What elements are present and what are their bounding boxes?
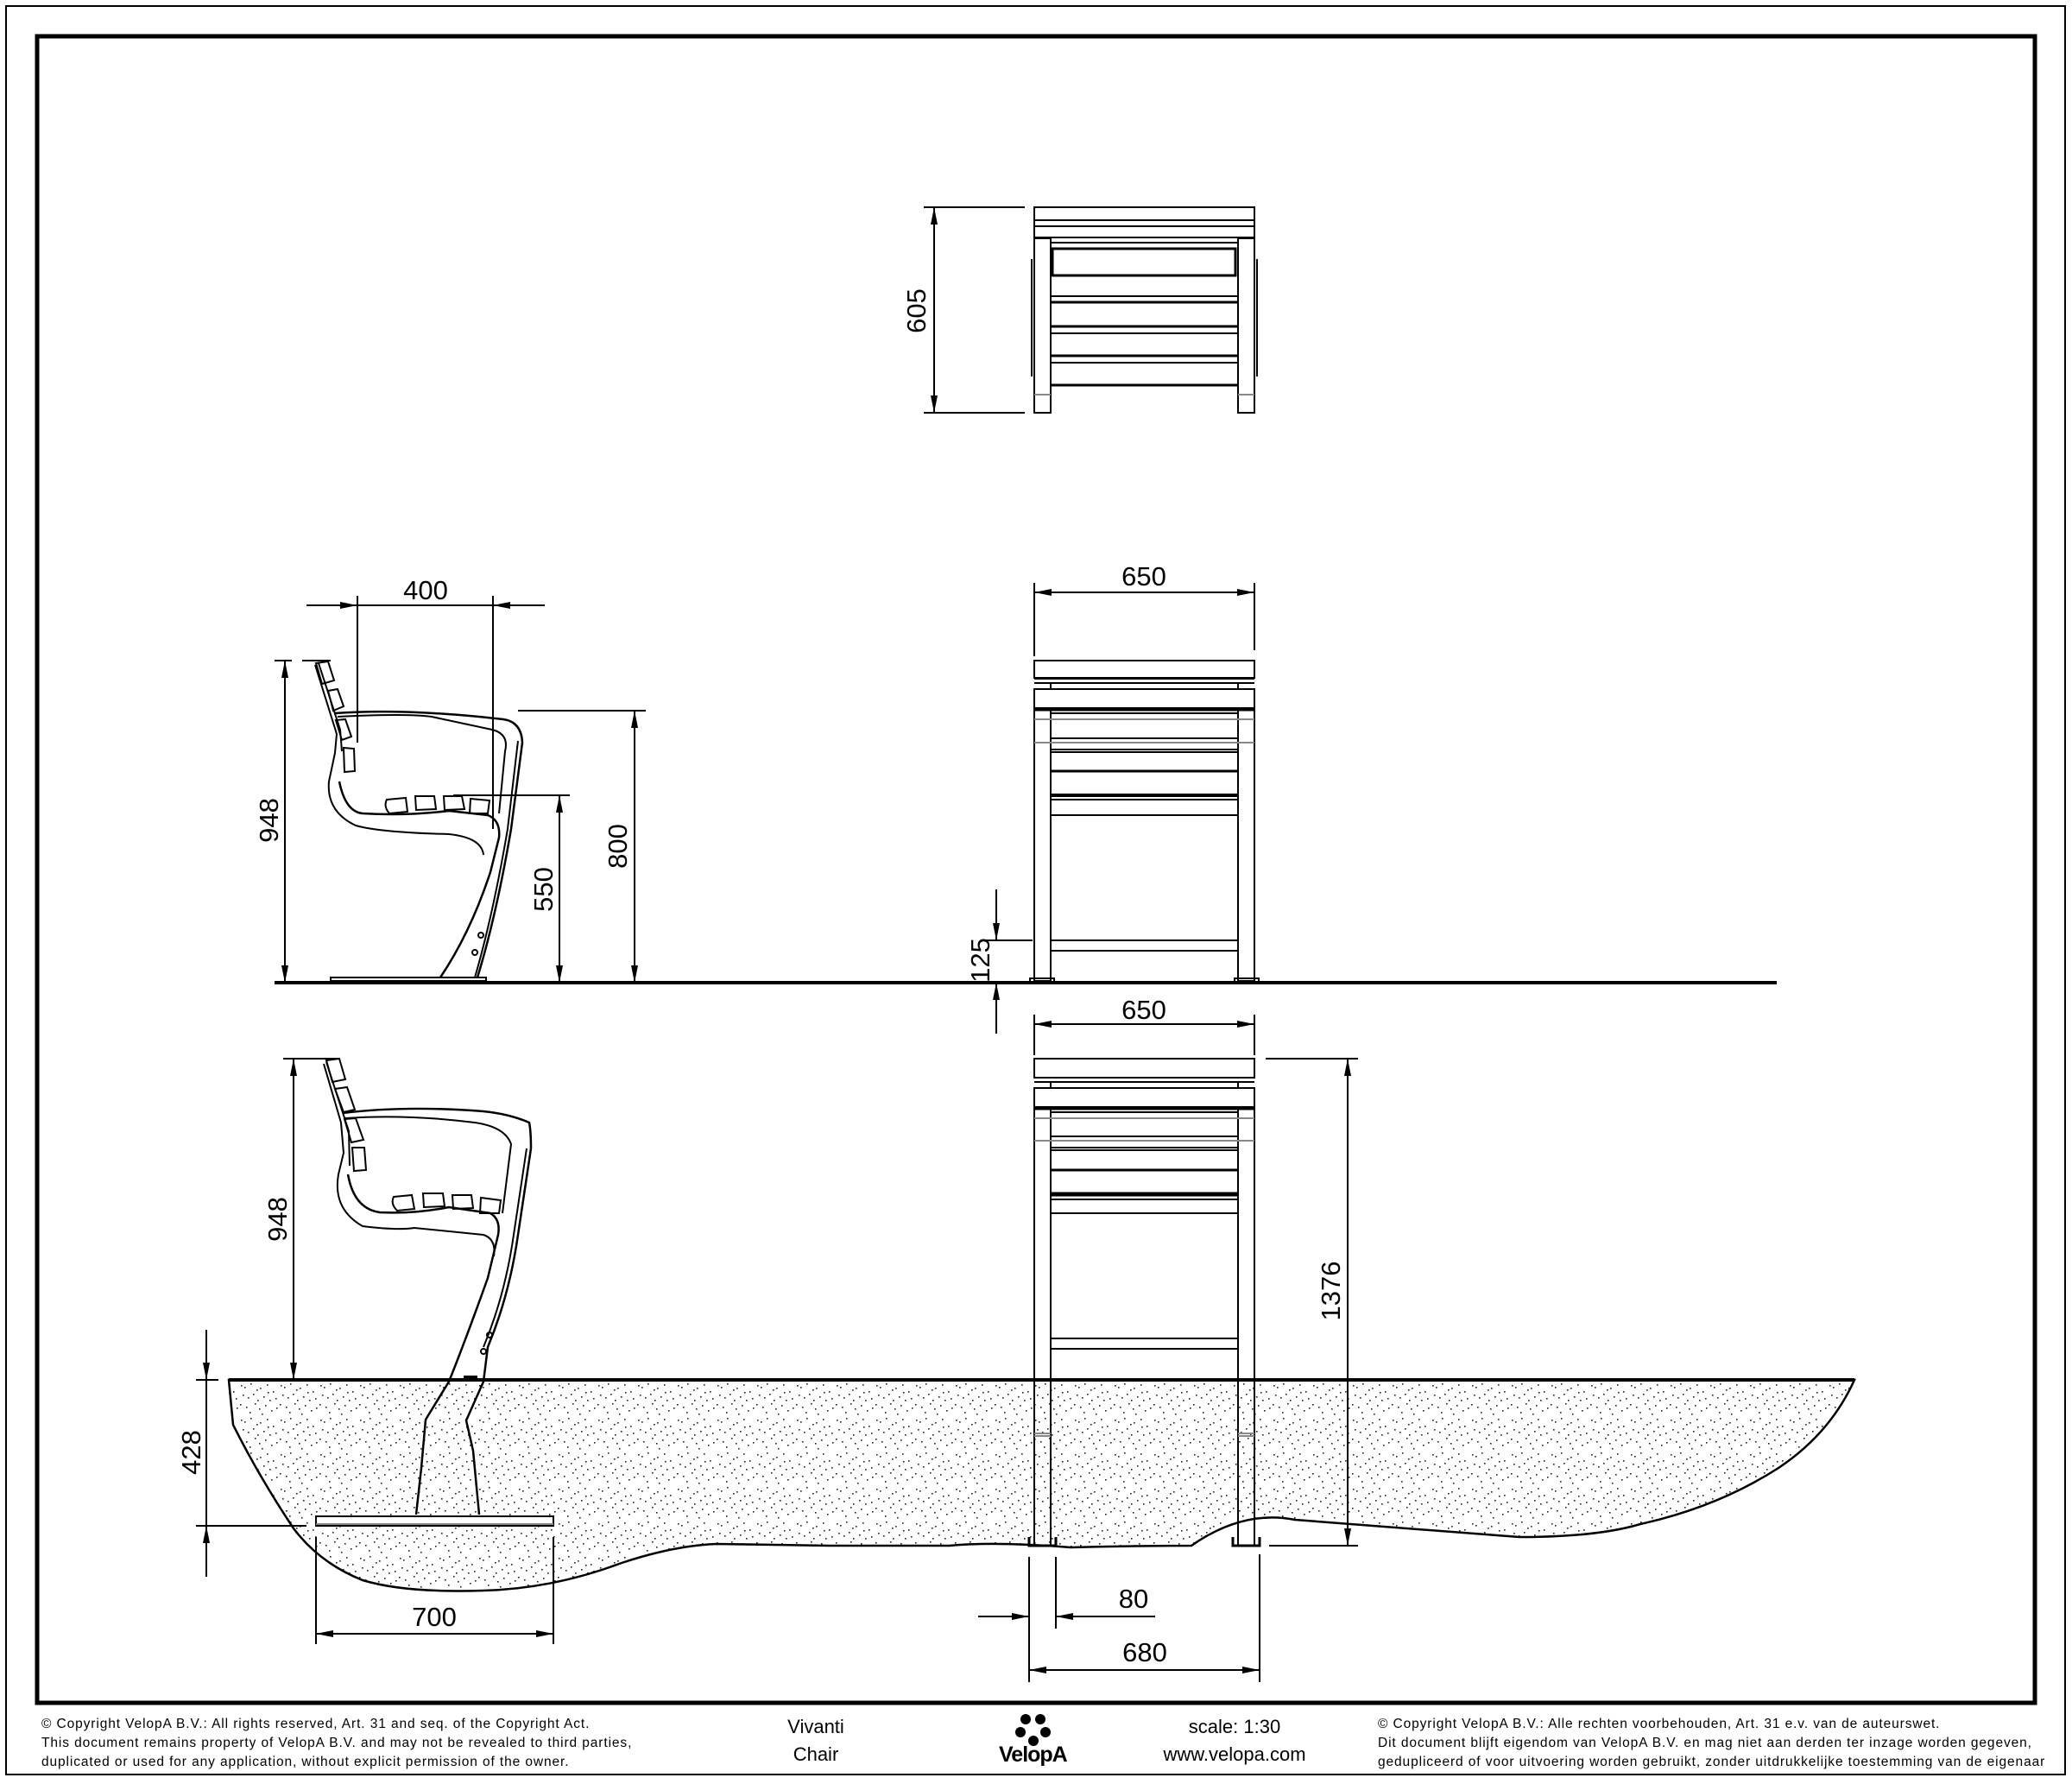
dim-label-550: 550	[528, 867, 559, 912]
dimension-948-surface	[275, 660, 331, 983]
copyright-nl-line-2: Dit document blijft eigendom van VelopA …	[1378, 1736, 2032, 1750]
dim-label-680: 680	[1122, 1637, 1167, 1667]
dim-label-125: 125	[965, 938, 995, 983]
dimension-700	[315, 1537, 554, 1644]
side-view-surface-chair	[314, 660, 524, 982]
dimension-800	[518, 710, 646, 983]
dim-label-650-surface: 650	[1121, 561, 1166, 592]
velopa-logo-text: VelopA	[999, 1743, 1068, 1767]
dim-label-800: 800	[603, 824, 633, 869]
dimension-1376	[1266, 1058, 1358, 1547]
velopa-logo-icon	[1015, 1714, 1051, 1746]
dimension-650-surface	[1033, 583, 1255, 656]
dim-label-700: 700	[412, 1602, 457, 1632]
dim-label-428: 428	[176, 1430, 206, 1475]
scale-and-website: scale: 1:30 www.velopa.com	[1131, 1713, 1338, 1768]
website-link[interactable]: www.velopa.com	[1163, 1743, 1306, 1765]
copyright-english: © Copyright VelopA B.V.: All rights rese…	[41, 1715, 632, 1772]
product-title: Vivanti Chair	[760, 1713, 872, 1768]
product-name: Vivanti	[787, 1716, 844, 1737]
dim-label-400: 400	[403, 575, 448, 605]
copyright-dutch: © Copyright VelopA B.V.: Alle rechten vo…	[1378, 1715, 2045, 1772]
dimension-80	[978, 1557, 1155, 1682]
dim-label-948-surface: 948	[254, 798, 284, 843]
copyright-nl-line-3: gedupliceerd of voor uitvoering worden g…	[1378, 1755, 2046, 1769]
dimension-550	[453, 794, 570, 983]
front-view-surface-chair	[1029, 660, 1260, 983]
soil-foundation	[227, 1378, 1856, 1592]
copyright-nl-line-1: © Copyright VelopA B.V.: Alle rechten vo…	[1378, 1717, 1941, 1731]
dimension-400	[306, 596, 545, 829]
front-view-inground-chair	[1027, 1058, 1261, 1547]
dim-label-80: 80	[1119, 1584, 1148, 1614]
drawing-frame	[35, 34, 2037, 1705]
dimension-680	[1029, 1554, 1260, 1682]
copyright-en-line-3: duplicated or used for any application, …	[41, 1755, 570, 1769]
product-type: Chair	[793, 1743, 839, 1765]
dim-label-605: 605	[901, 288, 932, 333]
dim-label-650-inground: 650	[1121, 995, 1166, 1025]
top-view	[1031, 206, 1258, 414]
dimension-125	[986, 889, 1033, 1034]
dimension-650-inground	[1033, 1015, 1255, 1055]
dim-label-948-inground: 948	[262, 1197, 293, 1242]
copyright-en-line-2: This document remains property of VelopA…	[41, 1736, 633, 1750]
dim-label-1376: 1376	[1316, 1262, 1346, 1321]
side-view-inground-chair	[315, 1057, 554, 1527]
drawing-scale: scale: 1:30	[1188, 1716, 1281, 1737]
dimension-948-inground	[283, 1058, 339, 1380]
dimension-428	[196, 1330, 306, 1577]
dimension-605	[924, 206, 1025, 414]
copyright-en-line-1: © Copyright VelopA B.V.: All rights rese…	[41, 1717, 591, 1731]
